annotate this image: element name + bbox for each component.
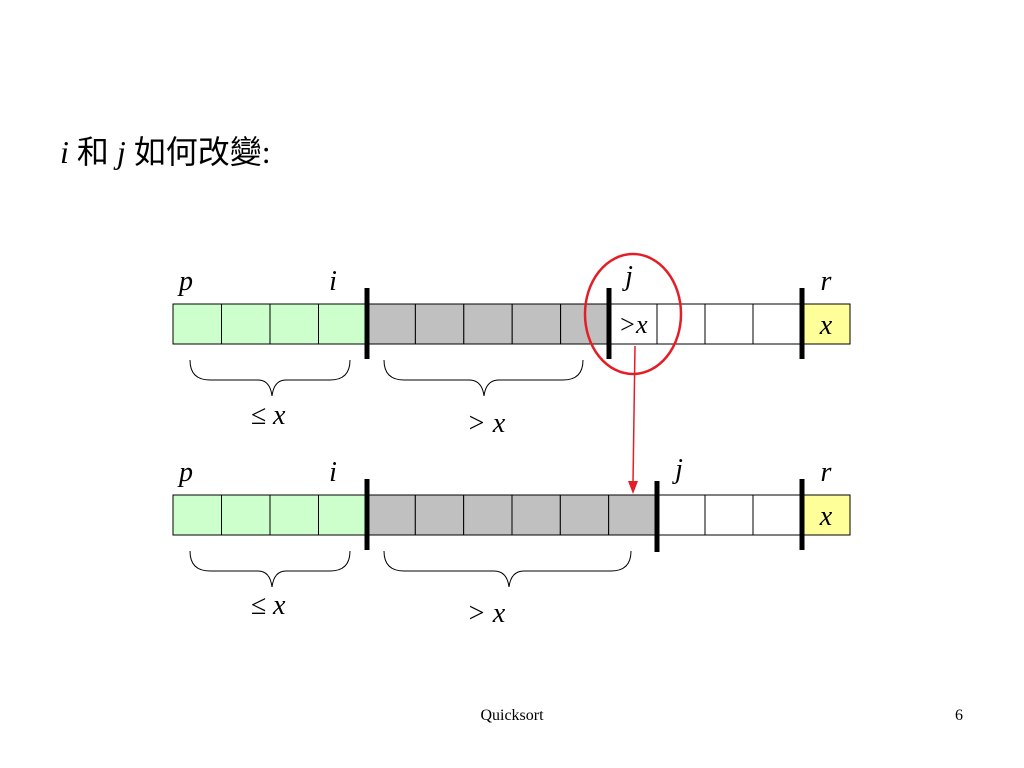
- arrow-head: [628, 481, 638, 494]
- cell-gray: [414, 303, 465, 345]
- brace-left: [189, 359, 351, 397]
- array-before: >x x p i j r ≤ x > x: [172, 252, 851, 439]
- index-label-p: p: [177, 266, 193, 297]
- separator-r: [799, 479, 805, 550]
- title-var-i: i: [60, 134, 69, 170]
- cell-gray: [511, 303, 562, 345]
- cell-green: [221, 303, 271, 345]
- separator-j: [606, 288, 612, 359]
- index-label-p: p: [177, 457, 193, 488]
- brace-right-label: > x: [467, 598, 506, 629]
- cell-white: [752, 303, 802, 345]
- index-label-r: r: [821, 457, 832, 488]
- title-var-j: j: [116, 134, 126, 170]
- cell-green: [172, 494, 222, 536]
- page-number: 6: [955, 707, 963, 724]
- pivot-label: x: [819, 501, 833, 532]
- brace-left: [189, 550, 351, 588]
- cell-white: [656, 494, 706, 536]
- cell-green: [269, 494, 319, 536]
- index-label-j: j: [622, 261, 633, 292]
- array-after: x p i j r ≤ x > x: [172, 454, 851, 629]
- brace-right: [383, 550, 632, 588]
- cell-gray: [366, 303, 416, 345]
- brace-right: [383, 359, 584, 397]
- footer-title: Quicksort: [480, 707, 544, 724]
- cell-gray: [463, 303, 513, 345]
- cell-pivot: [801, 494, 851, 536]
- cell-green: [172, 303, 222, 345]
- cell-gray: [559, 494, 610, 536]
- cell-green: [318, 303, 368, 345]
- cell-gray: [414, 494, 465, 536]
- index-label-i: i: [329, 457, 337, 488]
- index-label-r: r: [821, 266, 832, 297]
- cell-white: [704, 494, 754, 536]
- cell-green: [269, 303, 319, 345]
- cell-gray: [463, 494, 513, 536]
- cell-white: [704, 303, 754, 345]
- move-arrow: [628, 345, 638, 494]
- title-conjunction: 和: [76, 134, 109, 170]
- separator-j: [654, 481, 660, 552]
- cell-gray: [608, 494, 658, 536]
- brace-left-label: ≤ x: [251, 590, 286, 621]
- title-rest: 如何改變:: [133, 134, 271, 170]
- separator-i: [364, 479, 370, 550]
- arrow-line: [632, 345, 636, 484]
- separator-i: [364, 288, 370, 359]
- highlight-circle: [583, 252, 683, 376]
- cell-current: [608, 303, 658, 345]
- pivot-label: x: [819, 310, 833, 341]
- separator-r: [799, 288, 805, 359]
- index-label-i: i: [329, 266, 337, 297]
- brace-right-label: > x: [467, 408, 506, 439]
- cell-gray: [366, 494, 416, 536]
- cell-gray: [511, 494, 561, 536]
- index-label-j: j: [672, 454, 683, 485]
- cell-white: [752, 494, 802, 536]
- cell-green: [221, 494, 271, 536]
- cell-green: [318, 494, 368, 536]
- brace-left-label: ≤ x: [251, 400, 286, 431]
- current-cell-label: >x: [618, 310, 648, 339]
